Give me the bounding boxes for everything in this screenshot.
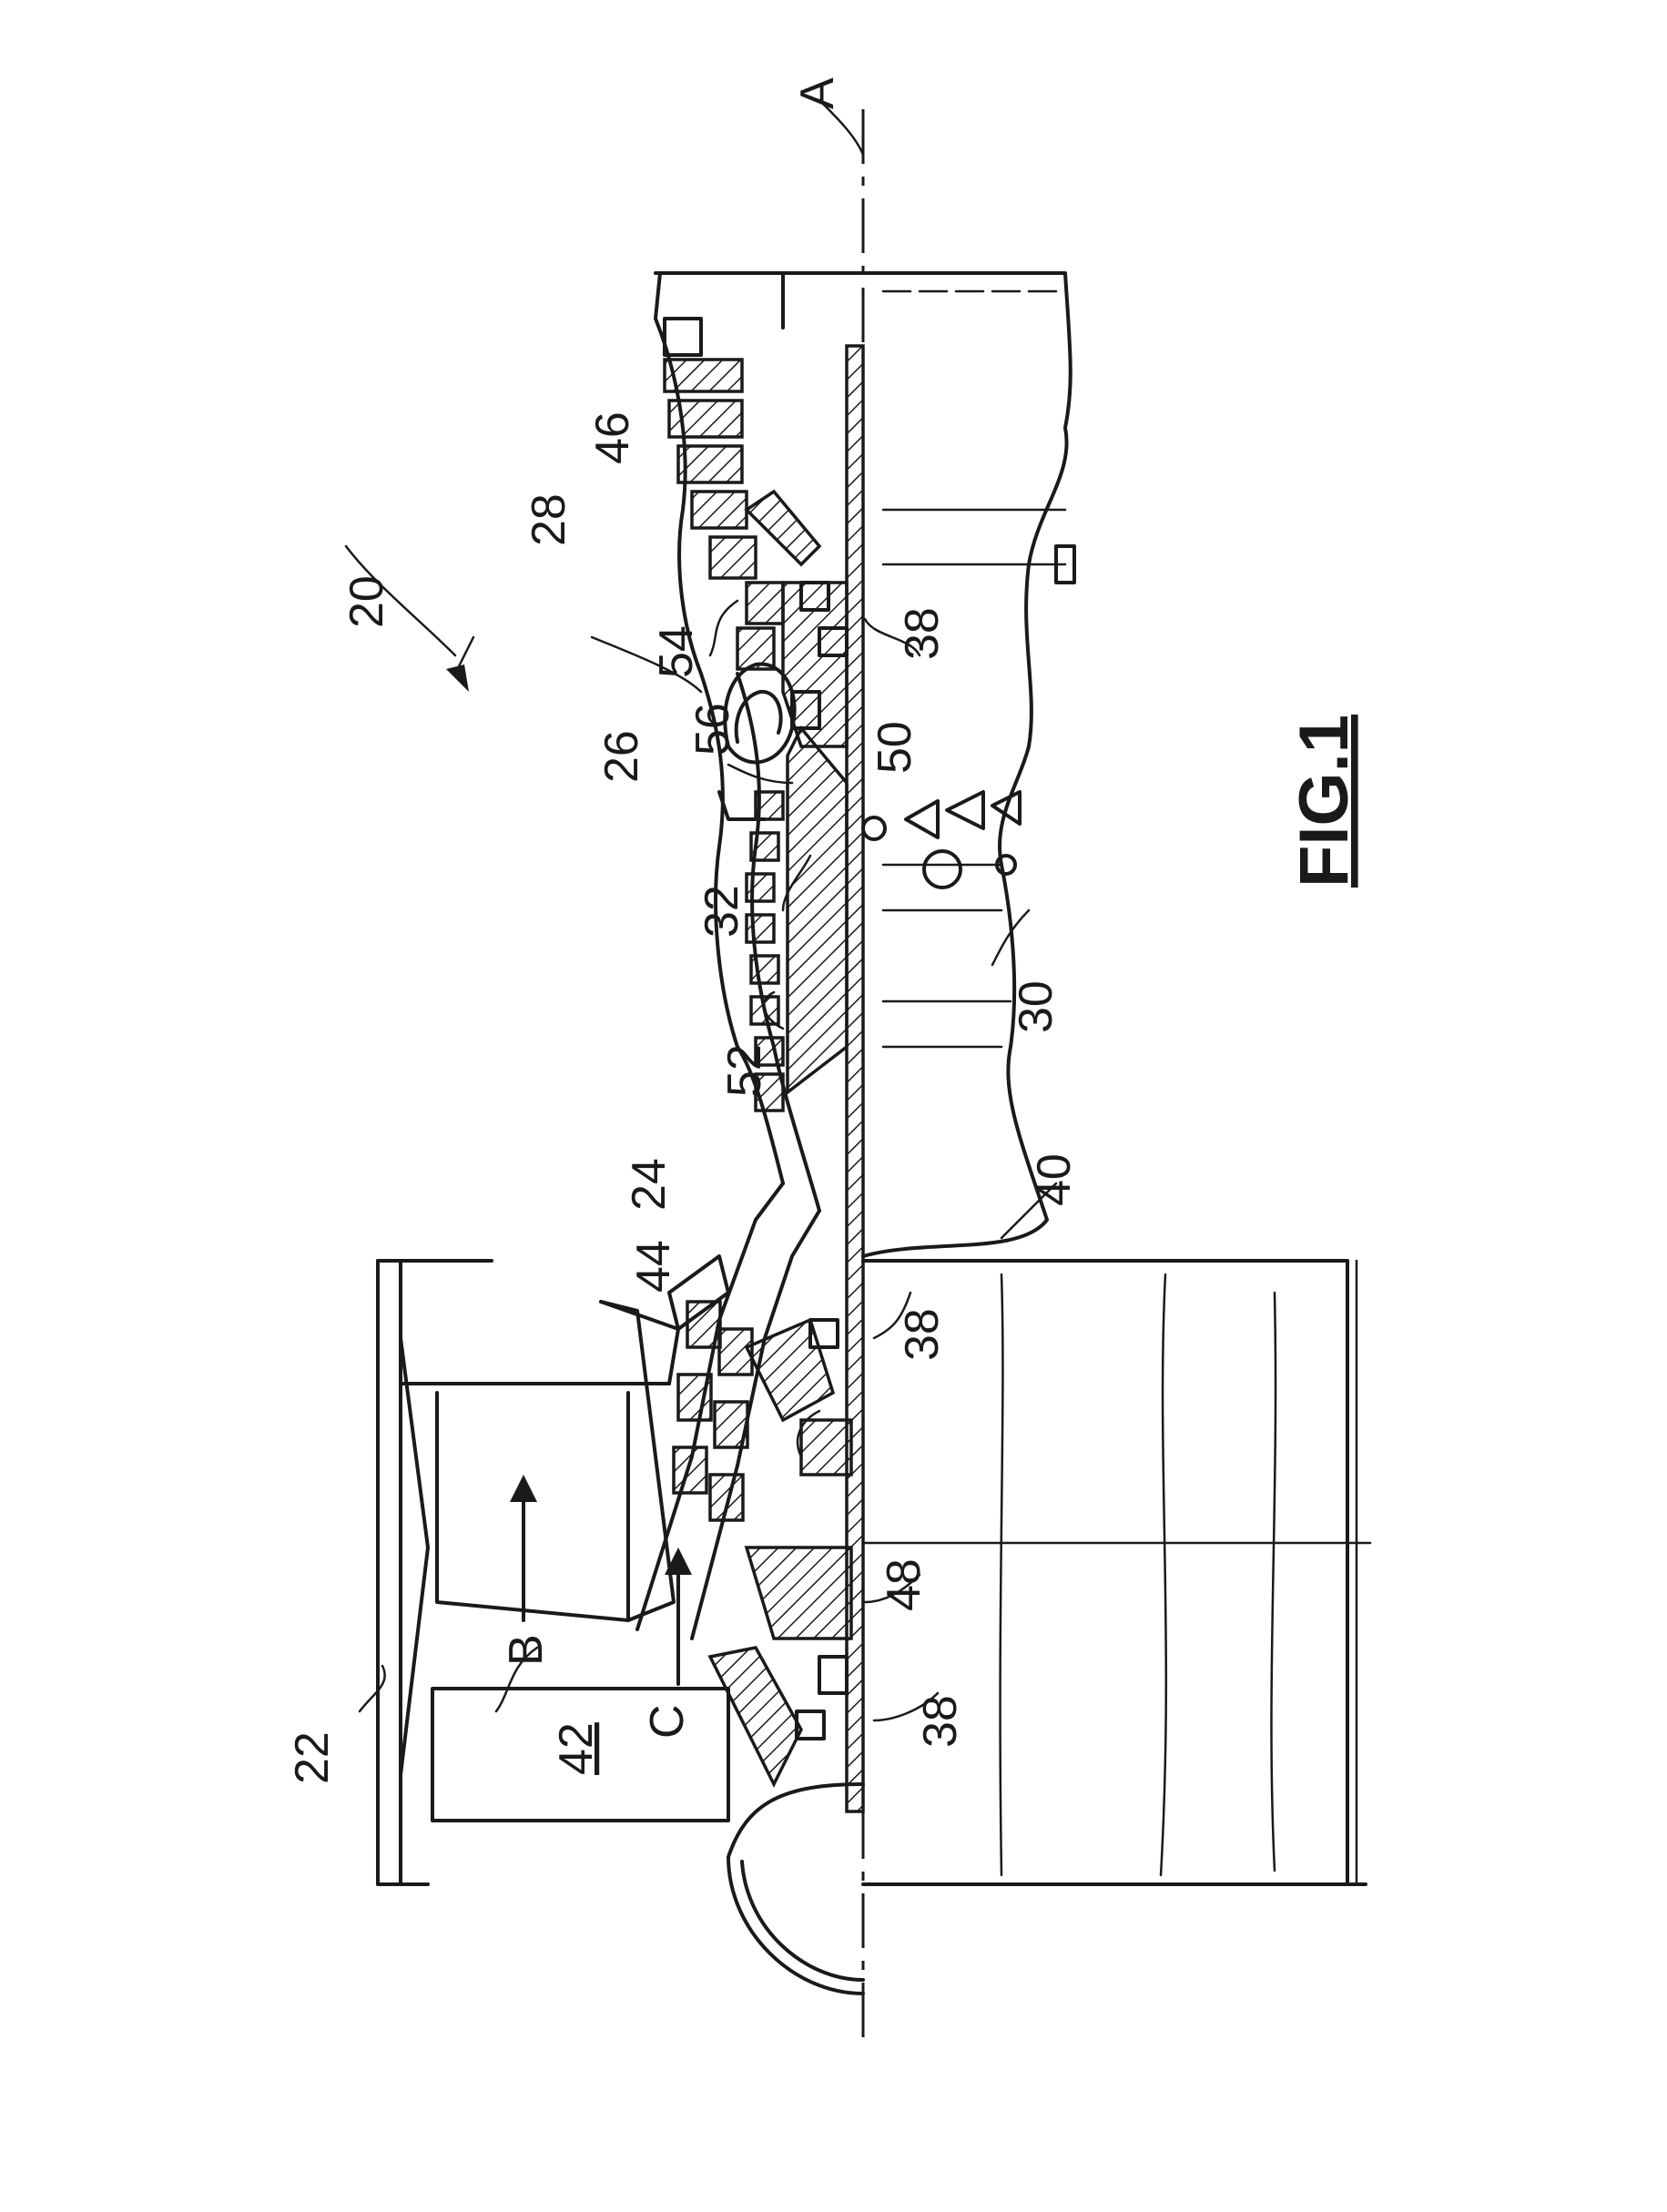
inner-shaft <box>847 346 863 1811</box>
label-high-turbine: 54 <box>650 625 703 678</box>
label-outer-shaft: 30 <box>1010 980 1062 1033</box>
high-turbine <box>737 628 774 669</box>
accessory-triangle <box>906 801 938 837</box>
label-core-flow: C <box>641 1704 694 1739</box>
bearing-front <box>797 1711 824 1739</box>
label-fan-section: 22 <box>286 1731 339 1784</box>
accessory-hexagon <box>924 851 961 888</box>
label-bearing-aft: 38 <box>896 607 949 660</box>
label-gear: 48 <box>878 1558 930 1611</box>
label-low-compressor: 44 <box>627 1240 680 1293</box>
label-engine: 20 <box>341 575 393 628</box>
label-combustor: 56 <box>686 703 739 756</box>
label-high-shaft: 50 <box>869 721 921 774</box>
label-turbine-section: 28 <box>523 493 575 546</box>
high-spool-rotor <box>788 728 847 1092</box>
label-bypass-flow: B <box>500 1634 553 1666</box>
label-outer-shaft-alt: 32 <box>696 885 748 938</box>
label-bearing-mid: 38 <box>896 1308 949 1361</box>
geared-architecture <box>747 1547 851 1639</box>
label-fan: 42 <box>550 1722 603 1775</box>
label-combustor-section: 26 <box>595 730 648 783</box>
label-low-turbine: 46 <box>586 411 639 464</box>
label-compressor-section: 24 <box>623 1158 676 1211</box>
label-bearing-front: 38 <box>914 1695 967 1748</box>
label-high-compressor: 52 <box>718 1044 771 1097</box>
label-inner-shaft: 40 <box>1028 1153 1081 1206</box>
figure-caption: FIG.1 <box>1286 715 1363 888</box>
label-axis: A <box>791 77 844 109</box>
fan-case <box>378 1261 401 1884</box>
